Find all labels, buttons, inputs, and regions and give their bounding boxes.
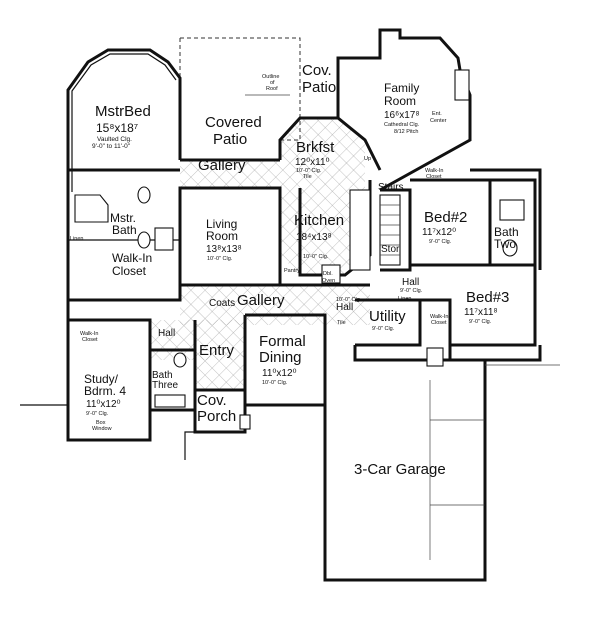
hall-right-note: 9'-0" Clg.	[400, 288, 423, 294]
coats-label: Coats	[209, 298, 235, 309]
linen-right-label: Linen	[398, 296, 411, 302]
hall-center-label: Hall	[336, 302, 353, 313]
hall-right-label: Hall	[402, 277, 419, 288]
bed3-note: 9'-0" Clg.	[469, 319, 492, 325]
labels: MstrBed 15⁸x18⁷ Vaulted Clg. 9'-0" to 11…	[70, 62, 519, 478]
walk-in-closet-label2: Closet	[112, 264, 147, 278]
dbl-oven-label: Dbl.	[323, 271, 333, 277]
bed3-closet-label: Walk-In	[430, 314, 448, 320]
study-label2: Bdrm. 4	[84, 384, 126, 398]
bed2-label: Bed#2	[424, 209, 467, 226]
garage-label: 3-Car Garage	[354, 461, 446, 478]
linen-master-label: Linen	[70, 236, 83, 242]
study-closet-label: Walk-In	[80, 331, 98, 337]
up-label: Up	[364, 156, 371, 162]
living-room-note: 10'-0" Clg.	[207, 256, 233, 262]
study-closet-label2: Closet	[82, 337, 98, 343]
mstr-bath-label: Mstr.	[110, 211, 136, 225]
family-room-dim: 16⁶x17⁸	[384, 110, 420, 121]
living-room-dim: 13⁸x13⁸	[206, 244, 242, 255]
formal-dining-note: 10'-0" Clg.	[262, 380, 288, 386]
tile-center-label: Tile	[337, 320, 346, 326]
bath-two-label2: Two	[494, 237, 516, 251]
cov-porch-label2: Porch	[197, 408, 236, 425]
ent-center-label: Ent.	[432, 111, 442, 117]
box-window-label2: Window	[92, 426, 112, 432]
living-room-label: Living	[206, 217, 237, 231]
stairs-label: Stairs	[378, 182, 404, 193]
hall-center-note: 10'-0" Clg.	[336, 297, 362, 303]
stor-label: Stor	[381, 244, 400, 255]
study-label: Study/	[84, 372, 119, 386]
box-window-label: Box	[96, 420, 106, 426]
master-bed-dim: 15⁸x18⁷	[96, 121, 138, 135]
brkfst-note: 10'-0" Clg.	[296, 168, 322, 174]
ent-center-label2: Center	[430, 118, 447, 124]
master-bed-note2: 9'-0" to 11'-0"	[92, 143, 131, 150]
bath-three-label2: Three	[152, 380, 179, 391]
brkfst-dim: 12⁰x11⁰	[295, 157, 330, 168]
roof-note1: Outline	[262, 74, 279, 80]
bed3-closet-label2: Closet	[431, 320, 447, 326]
entry-label: Entry	[199, 342, 235, 359]
bed2-note: 9'-0" Clg.	[429, 239, 452, 245]
family-room-note: Cathedral Clg.	[384, 122, 420, 128]
walk-in-closet-label: Walk-In	[112, 251, 152, 265]
gallery-top-label: Gallery	[198, 157, 246, 174]
cov-porch-label: Cov.	[197, 392, 227, 409]
dbl-oven-label2: Oven	[322, 278, 335, 284]
family-room-label2: Room	[384, 94, 416, 108]
fixtures	[74, 69, 525, 430]
family-room-label: Family	[384, 81, 419, 95]
covered-patio-label: Covered	[205, 114, 262, 131]
cov-patio-label2: Patio	[302, 79, 336, 96]
mstr-bath-label2: Bath	[112, 223, 137, 237]
bath-two-label: Bath	[494, 225, 519, 239]
cov-patio-label: Cov.	[302, 62, 332, 79]
garage-doors	[429, 380, 486, 580]
kitchen-note: 10'-0" Clg.	[303, 254, 329, 260]
study-note: 9'-0" Clg.	[86, 411, 109, 417]
formal-dining-label2: Dining	[259, 349, 302, 366]
roof-note3: Roof	[266, 86, 278, 92]
brkfst-label: Brkfst	[296, 139, 335, 156]
utility-label: Utility	[369, 308, 406, 325]
living-room-label2: Room	[206, 229, 238, 243]
study-dim: 11⁰x12⁰	[86, 399, 121, 410]
roof-note2: of	[270, 80, 275, 86]
walls	[20, 28, 560, 582]
formal-dining-label: Formal	[259, 333, 306, 350]
gallery-mid-label: Gallery	[237, 292, 285, 309]
bed2-closet-label: Walk-In	[425, 168, 443, 174]
kitchen-dim: 18⁴x13⁸	[296, 232, 332, 243]
bed3-label: Bed#3	[466, 289, 509, 306]
bed2-dim: 11⁷x12⁰	[422, 227, 456, 238]
bed3-dim: 11⁷x11⁸	[464, 307, 498, 318]
bed2-closet-label2: Closet	[426, 174, 442, 180]
utility-note: 9'-0" Clg.	[372, 326, 395, 332]
master-bed-note: Vaulted Clg.	[97, 136, 132, 143]
bath-three-label: Bath	[152, 370, 173, 381]
brkfst-tile: Tile	[303, 174, 312, 180]
formal-dining-dim: 11⁰x12⁰	[262, 368, 297, 379]
master-bed-name: MstrBed	[95, 103, 151, 120]
kitchen-label: Kitchen	[294, 212, 344, 229]
covered-patio-label2: Patio	[213, 131, 247, 148]
hall-left-label: Hall	[158, 328, 175, 339]
family-room-note2: 8/12 Pitch	[394, 129, 418, 135]
pantry-label: Pantry	[284, 268, 300, 274]
